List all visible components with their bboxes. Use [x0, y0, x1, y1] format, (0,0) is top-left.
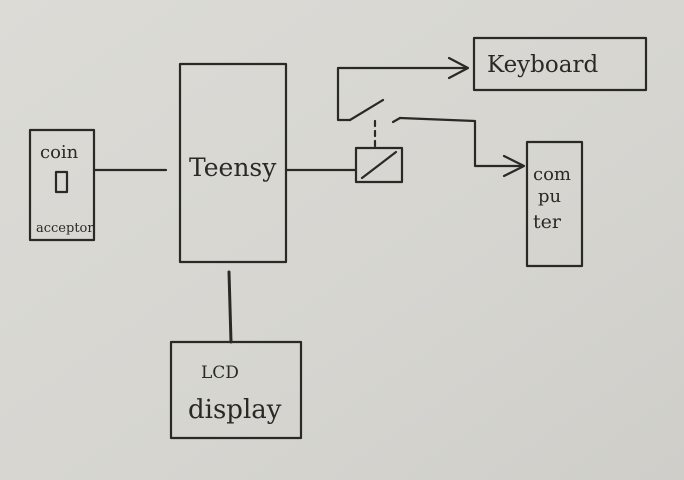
keyboard-node: Keyboard — [472, 36, 648, 92]
wire-teensy-to-lcd — [227, 270, 233, 344]
teensy-node: Teensy — [178, 62, 288, 264]
arrow-into-keyboard — [447, 56, 470, 80]
keyboard-box — [472, 36, 648, 92]
computer-node: com pu ter — [525, 140, 584, 268]
coin-acceptor-box — [28, 128, 96, 242]
relay-coil-box — [354, 146, 404, 184]
coin-acceptor-label-bottom: acceptor — [36, 221, 94, 236]
relay-coil-diagonal — [360, 150, 398, 180]
computer-label-line2: pu — [538, 186, 561, 207]
wire-switch-to-computer — [398, 116, 524, 168]
lcd-display-label-bottom: display — [188, 395, 282, 425]
wire-switch-to-keyboard — [336, 66, 468, 122]
connections — [92, 56, 526, 344]
switch-contact-arm — [348, 98, 385, 122]
teensy-box — [178, 62, 288, 264]
lcd-display-label-top: LCD — [201, 363, 239, 383]
teensy-label: Teensy — [189, 153, 277, 182]
computer-box — [525, 140, 584, 268]
coin-acceptor-node: coin acceptor — [28, 128, 96, 242]
coin-slot-icon — [54, 170, 69, 194]
lcd-display-node: LCD display — [169, 340, 303, 440]
lcd-display-box — [169, 340, 303, 440]
coin-acceptor-label-top: coin — [40, 142, 79, 163]
computer-label-line1: com — [533, 164, 571, 185]
switch-contact-stub — [391, 116, 402, 124]
arrow-into-computer — [502, 154, 526, 178]
computer-label-line3: ter — [533, 211, 562, 233]
keyboard-label: Keyboard — [487, 52, 598, 78]
relay-switch — [348, 98, 404, 184]
